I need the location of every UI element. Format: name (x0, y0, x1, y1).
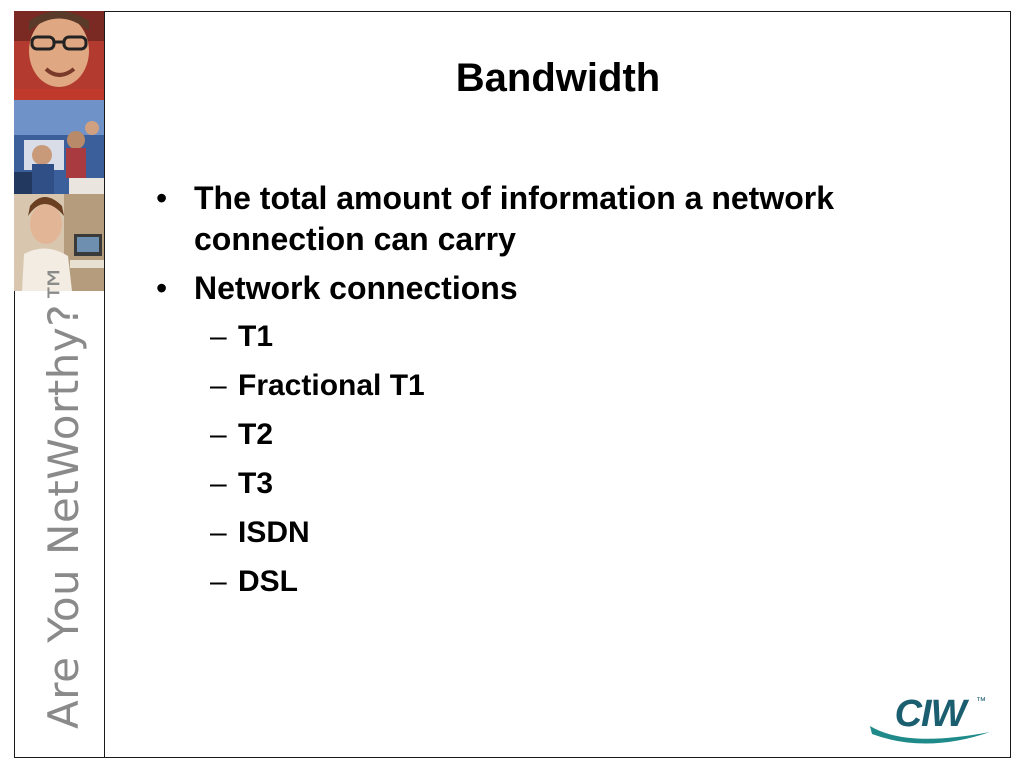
smiling-man-photo (14, 11, 104, 100)
sub-item-text: ISDN (238, 516, 310, 549)
classroom-photo (14, 100, 104, 194)
sub-item: – Fractional T1 (210, 366, 976, 406)
bullet-item: • The total amount of information a netw… (156, 178, 976, 260)
slide-title: Bandwidth (455, 56, 661, 100)
sub-item: – T3 (210, 464, 976, 504)
bullet-glyph: • (156, 180, 168, 216)
sub-item: – T1 (210, 317, 976, 357)
bullet-glyph: • (156, 270, 168, 306)
bullet-text: The total amount of information a networ… (194, 180, 834, 257)
dash-glyph: – (210, 467, 227, 500)
bullet-list: • The total amount of information a netw… (156, 178, 976, 611)
sub-item-text: DSL (238, 565, 298, 598)
dash-glyph: – (210, 516, 227, 549)
woman-at-computer-photo (14, 194, 104, 291)
ciw-logo: CIW ™ (866, 688, 994, 744)
dash-glyph: – (210, 369, 227, 402)
logo-trademark: ™ (976, 696, 986, 707)
sub-item: – ISDN (210, 513, 976, 553)
sub-item-text: T1 (238, 320, 274, 353)
sidebar-tagline: Are You NetWorthy?™ (39, 261, 88, 729)
sub-item-text: T3 (238, 467, 274, 500)
bullet-item: • Network connections (156, 268, 976, 309)
slide-frame (14, 11, 1011, 758)
logo-text: CIW (895, 693, 970, 735)
dash-glyph: – (210, 418, 227, 451)
sub-item: – T2 (210, 415, 976, 455)
sub-item: – DSL (210, 562, 976, 602)
bullet-text: Network connections (194, 270, 518, 306)
logo-swoosh (870, 726, 990, 744)
dash-glyph: – (210, 320, 227, 353)
sub-item-text: T2 (238, 418, 274, 451)
dash-glyph: – (210, 565, 227, 598)
sidebar: Are You NetWorthy?™ (14, 11, 105, 758)
sub-item-text: Fractional T1 (238, 369, 425, 402)
